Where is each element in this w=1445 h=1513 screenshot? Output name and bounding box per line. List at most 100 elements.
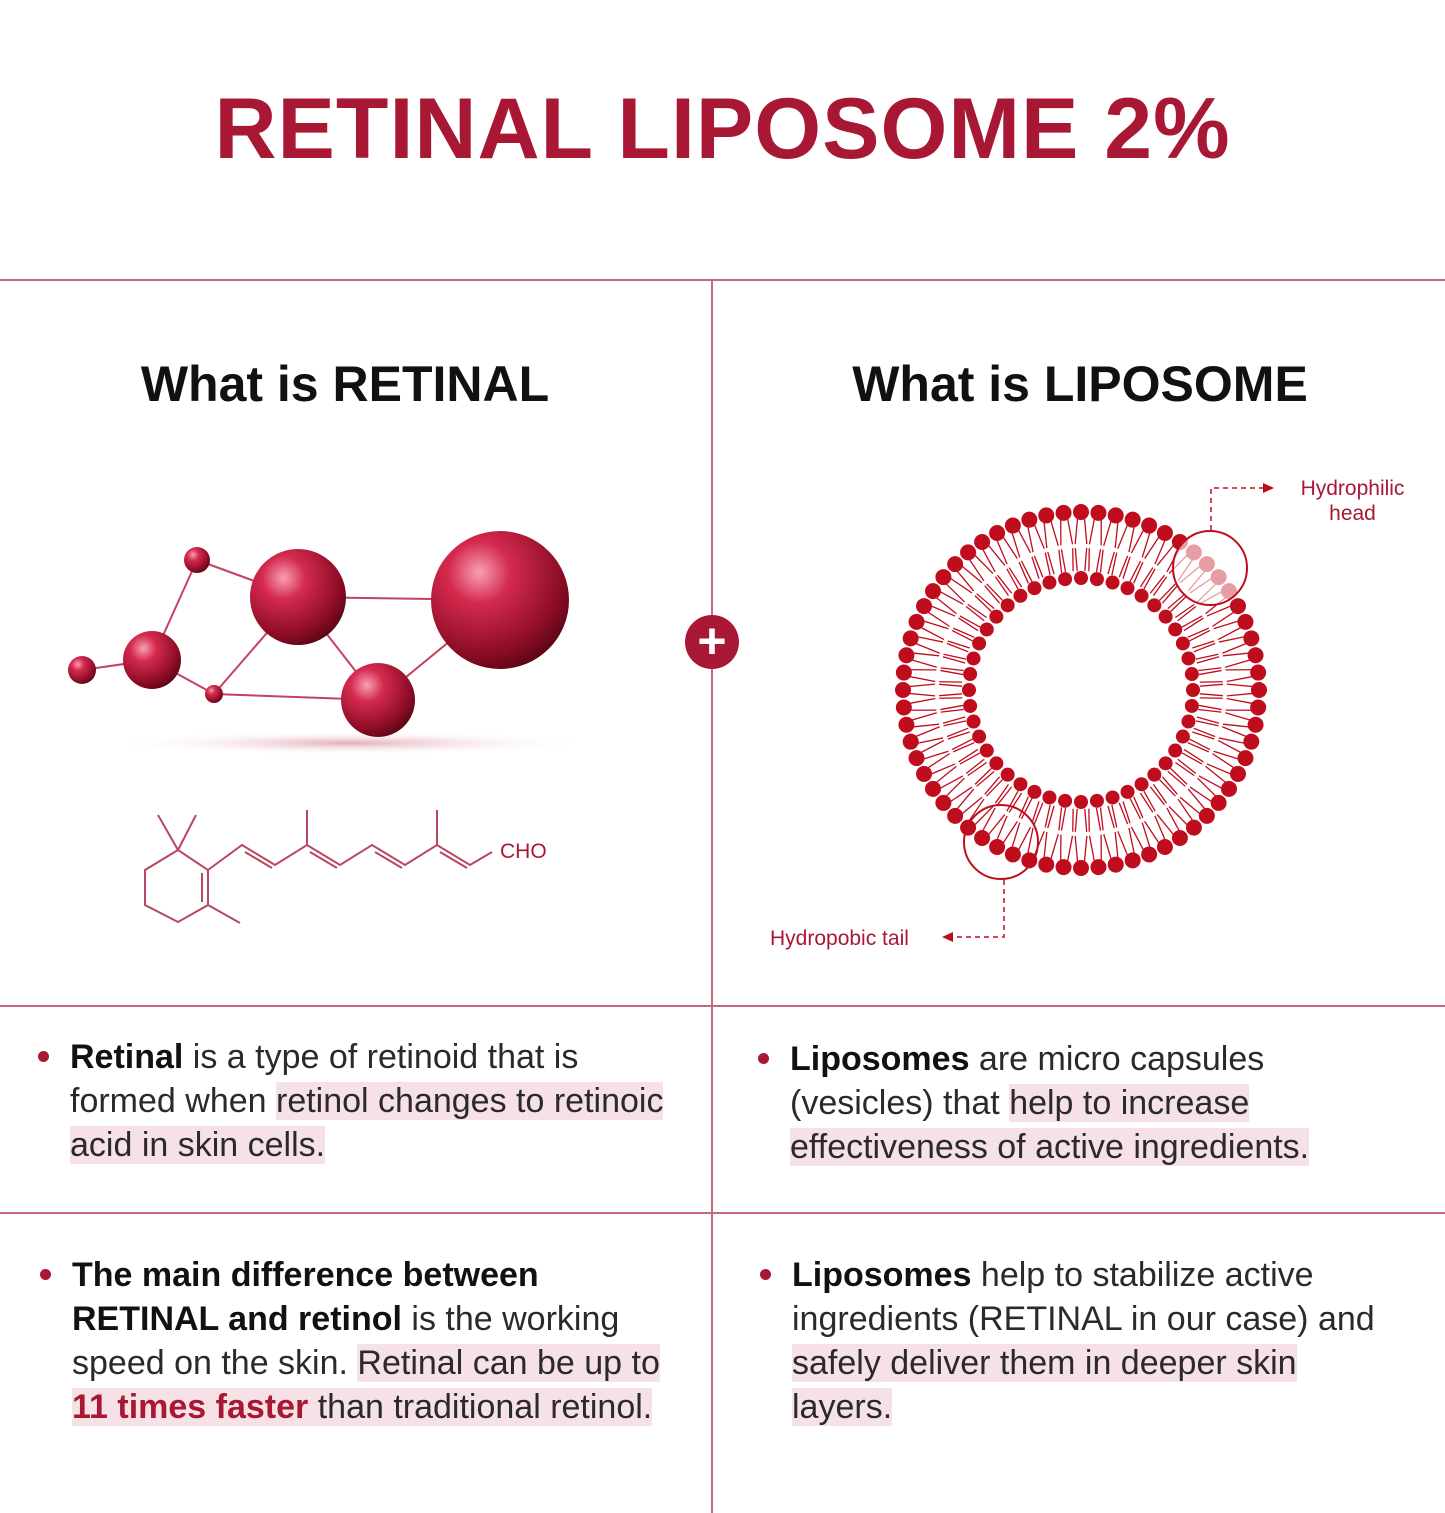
- pointer-line: [1210, 487, 1268, 530]
- lipid-tail: [1187, 742, 1210, 753]
- lipid-tail: [958, 748, 979, 763]
- lipid-tail: [1020, 560, 1033, 582]
- lipid-tail: [1198, 708, 1222, 713]
- lipid-tail: [1139, 567, 1154, 588]
- emphasis-text: 11 times faster: [72, 1388, 309, 1426]
- lipid-tail: [1008, 792, 1023, 813]
- outer-lipid-head: [1237, 613, 1254, 630]
- lipid-tail: [1107, 805, 1115, 829]
- page-title: RETINAL LIPOSOME 2%: [214, 81, 1231, 177]
- lipid-tail: [1043, 831, 1048, 859]
- plus-icon: +: [685, 615, 739, 669]
- inner-lipid-head: [1134, 777, 1149, 792]
- lipid-tail: [956, 788, 975, 810]
- inner-lipid-head: [1186, 683, 1200, 697]
- lipid-tail: [1174, 761, 1195, 777]
- inner-lipid-head: [1058, 793, 1073, 808]
- text: are micro capsules (vesicles) that: [790, 1040, 1265, 1122]
- lipid-tail: [994, 576, 1010, 597]
- lipid-tail: [943, 720, 967, 727]
- lipid-tail: [1189, 786, 1213, 803]
- lipid-tail: [974, 554, 994, 574]
- lipid-tail: [1033, 802, 1044, 825]
- outer-lipid-head: [1107, 856, 1124, 873]
- inner-lipid-head: [1147, 598, 1162, 613]
- outer-lipid-head: [898, 716, 915, 733]
- outer-lipid-head: [1073, 860, 1089, 876]
- inner-lipid-head: [1089, 793, 1104, 808]
- outer-lipid-head: [1004, 846, 1021, 863]
- outer-lipid-head: [1247, 716, 1264, 733]
- lipid-tail: [1114, 831, 1119, 859]
- lipid-tail: [1195, 720, 1219, 727]
- inner-lipid-head: [1184, 667, 1199, 682]
- lipid-tail: [949, 786, 973, 803]
- lipid-tail: [1133, 561, 1144, 584]
- text: is a type of retinoid that is formed whe…: [70, 1038, 579, 1120]
- lipid-tail: [1192, 731, 1215, 740]
- lipid-tail: [984, 585, 1001, 604]
- outer-lipid-head: [1021, 852, 1038, 869]
- lipid-tail: [1177, 605, 1197, 622]
- outer-lipid-head: [1156, 525, 1173, 542]
- outer-lipid-head: [902, 630, 919, 647]
- outer-lipid-head: [960, 819, 977, 836]
- outer-lipid-head: [1090, 859, 1107, 876]
- lipid-tail: [967, 603, 988, 619]
- outer-lipid-head: [989, 525, 1006, 542]
- lipid-tail: [986, 779, 1004, 797]
- lipid-tail: [1130, 529, 1145, 554]
- lipid-tail: [1170, 595, 1188, 613]
- lipid-tail: [1206, 763, 1232, 775]
- lipid-tail: [1226, 675, 1253, 683]
- lipid-tail: [1156, 544, 1175, 566]
- lipid-tail: [935, 765, 957, 784]
- zoom-circle-tail: [963, 804, 1039, 880]
- lipid-tail: [1002, 536, 1018, 559]
- lipid-tail: [1152, 783, 1168, 804]
- outer-lipid-head: [1004, 517, 1021, 534]
- lipid-tail: [1088, 518, 1096, 545]
- lipid-tail: [1103, 520, 1112, 546]
- lipid-tail: [1181, 752, 1203, 765]
- outer-lipid-head: [1055, 504, 1072, 521]
- lipid-tail: [1006, 568, 1019, 590]
- lipid-tail: [996, 539, 1008, 565]
- lipid-tail: [942, 656, 966, 664]
- outer-lipid-head: [1251, 682, 1267, 698]
- lipid-tail: [1018, 561, 1029, 584]
- lipid-tail: [987, 814, 1006, 836]
- lipid-tail: [940, 669, 964, 676]
- lipid-tail: [1222, 642, 1247, 654]
- outer-lipid-head: [1229, 598, 1246, 615]
- lipid-tail: [1050, 520, 1059, 546]
- retinal-heading: What is RETINAL: [140, 356, 550, 412]
- lipid-tail: [1198, 775, 1223, 789]
- divider-top: [0, 279, 1445, 281]
- lipid-tail: [1033, 555, 1044, 578]
- inner-lipid-head: [1120, 784, 1135, 799]
- lipid-tail: [1161, 776, 1178, 795]
- lipid-tail: [967, 761, 988, 777]
- outer-lipid-head: [1247, 647, 1264, 664]
- lipid-tail: [1199, 683, 1223, 687]
- lipid-tail: [996, 574, 1013, 594]
- lipid-tail: [952, 627, 975, 638]
- lipid-tail: [1095, 807, 1102, 831]
- lipid-tail: [1033, 524, 1045, 549]
- inner-lipid-head: [1074, 795, 1088, 809]
- lipid-tail: [1187, 788, 1206, 810]
- lipid-tail: [974, 595, 992, 613]
- lipid-tail: [1193, 642, 1216, 653]
- lipid-tail: [974, 806, 994, 826]
- lipid-tail: [1066, 518, 1074, 545]
- lipid-tail: [920, 626, 945, 641]
- label-line: Hydrophilic: [1300, 477, 1405, 500]
- outer-lipid-head: [1021, 511, 1038, 528]
- formula-label-cho: CHO: [500, 840, 547, 863]
- lipid-tail: [1099, 549, 1104, 573]
- outer-lipid-head: [895, 664, 912, 681]
- lipid-tail: [1020, 798, 1033, 820]
- lipid-tail: [1002, 821, 1018, 844]
